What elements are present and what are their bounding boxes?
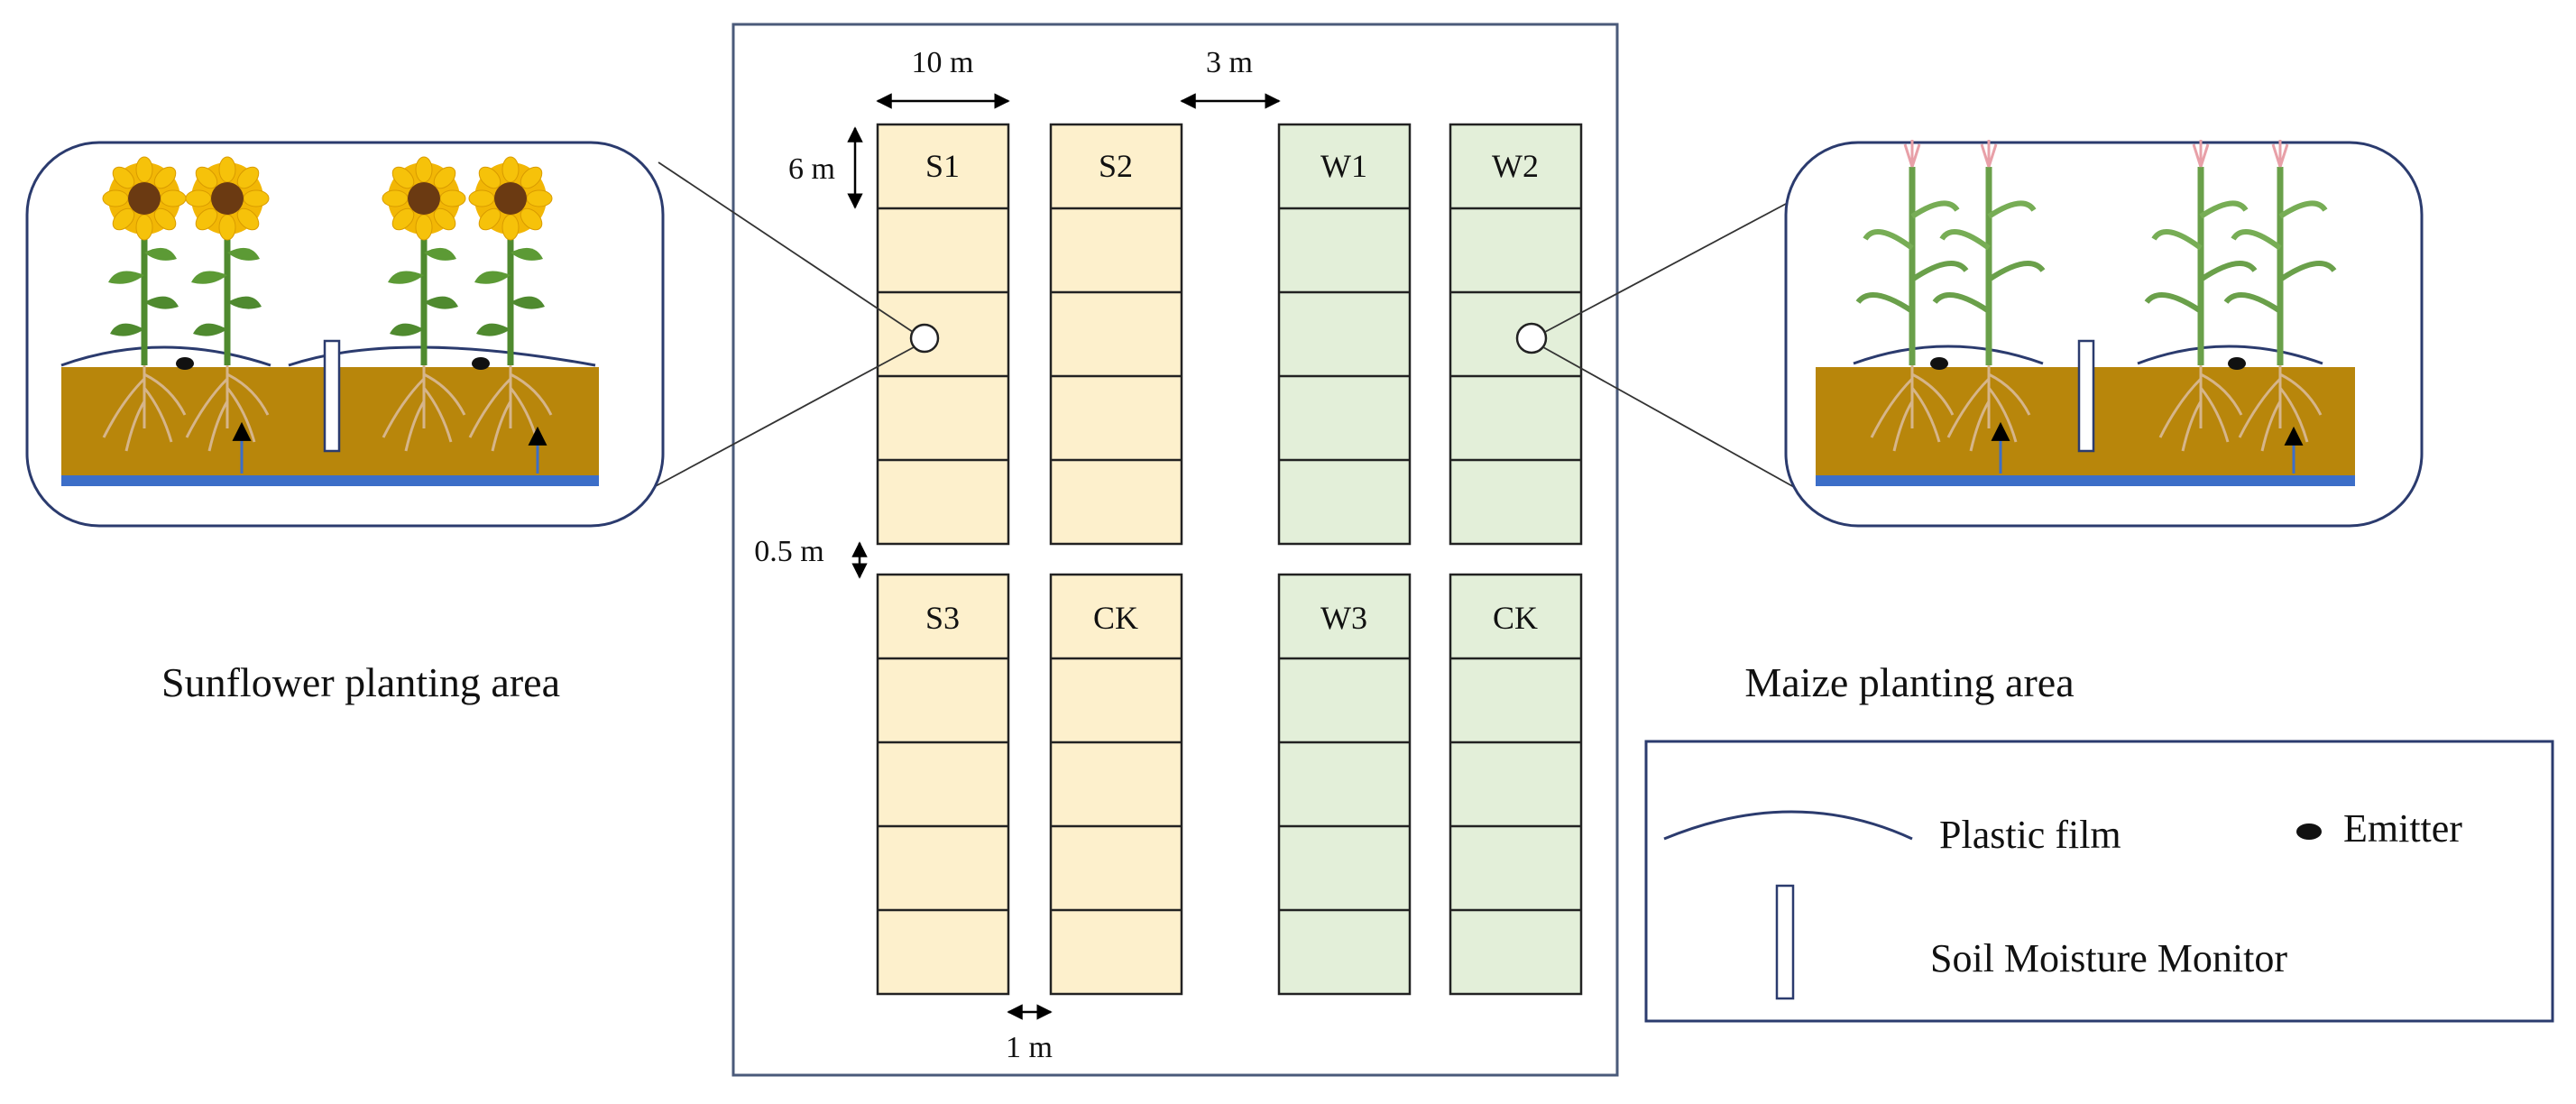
svg-text:0.5 m: 0.5 m (754, 535, 823, 568)
plot-block-s1: S1 (876, 123, 1010, 546)
legend-emitter-label: Emitter (2343, 806, 2462, 851)
dimension-plot-height: 6 m (788, 126, 863, 209)
callout-lines-sunflower (639, 161, 915, 495)
dimension-column-gap: 1 m (1006, 1004, 1053, 1064)
plot-label-w1: W1 (1320, 148, 1367, 184)
water-table (1816, 475, 2355, 486)
legend: Plastic film Emitter Soil Moisture Monit… (1644, 740, 2554, 1023)
plot-block-s3: S3 (876, 573, 1010, 996)
plot-block-w2: W2 (1449, 123, 1583, 546)
zoom-marker-maize (1515, 322, 1548, 354)
svg-text:6 m: 6 m (788, 152, 835, 186)
water-table (61, 475, 599, 486)
callout-lines-maize (1542, 196, 1803, 492)
legend-monitor-swatch (1775, 884, 1795, 1000)
svg-text:10 m: 10 m (912, 46, 974, 79)
legend-plastic-film-swatch (1663, 810, 1913, 841)
plastic-film-curve (60, 345, 596, 367)
plot-block-ck-sunflower: CK (1049, 573, 1183, 996)
plot-label-ck-sunflower: CK (1093, 600, 1138, 636)
legend-emitter-swatch (2296, 823, 2322, 840)
plot-block-ck-maize: CK (1449, 573, 1583, 996)
emitter-dot (1930, 357, 1948, 370)
maize-inset (1784, 140, 2424, 528)
maize-area-label: Maize planting area (1744, 659, 2074, 705)
dimension-row-gap: 0.5 m (754, 535, 868, 579)
plot-block-w1: W1 (1277, 123, 1412, 546)
emitter-dot (2228, 357, 2246, 370)
dimension-block-gap: 3 m (1180, 46, 1281, 109)
plot-label-ck-maize: CK (1493, 600, 1538, 636)
svg-text:1 m: 1 m (1006, 1031, 1053, 1064)
sunflower-area-label: Sunflower planting area (161, 659, 560, 705)
zoom-marker-sunflower (909, 323, 940, 354)
sunflower-inset (25, 141, 665, 528)
plot-label-s2: S2 (1099, 148, 1133, 184)
plot-block-w3: W3 (1277, 573, 1412, 996)
plot-block-s2: S2 (1049, 123, 1183, 546)
emitter-dot (176, 357, 194, 370)
soil-moisture-monitor (323, 339, 341, 453)
soil-moisture-monitor (2077, 339, 2095, 453)
plastic-film-curve (1853, 345, 2323, 365)
plot-label-w3: W3 (1320, 600, 1367, 636)
plot-label-s3: S3 (925, 600, 960, 636)
plot-label-w2: W2 (1492, 148, 1539, 184)
legend-monitor-label: Soil Moisture Monitor (1930, 936, 2287, 980)
emitter-dot (472, 357, 490, 370)
plot-label-s1: S1 (925, 148, 960, 184)
svg-text:3 m: 3 m (1206, 46, 1253, 79)
dimension-plot-width: 10 m (876, 46, 1010, 109)
legend-plastic-film-label: Plastic film (1939, 813, 2121, 857)
